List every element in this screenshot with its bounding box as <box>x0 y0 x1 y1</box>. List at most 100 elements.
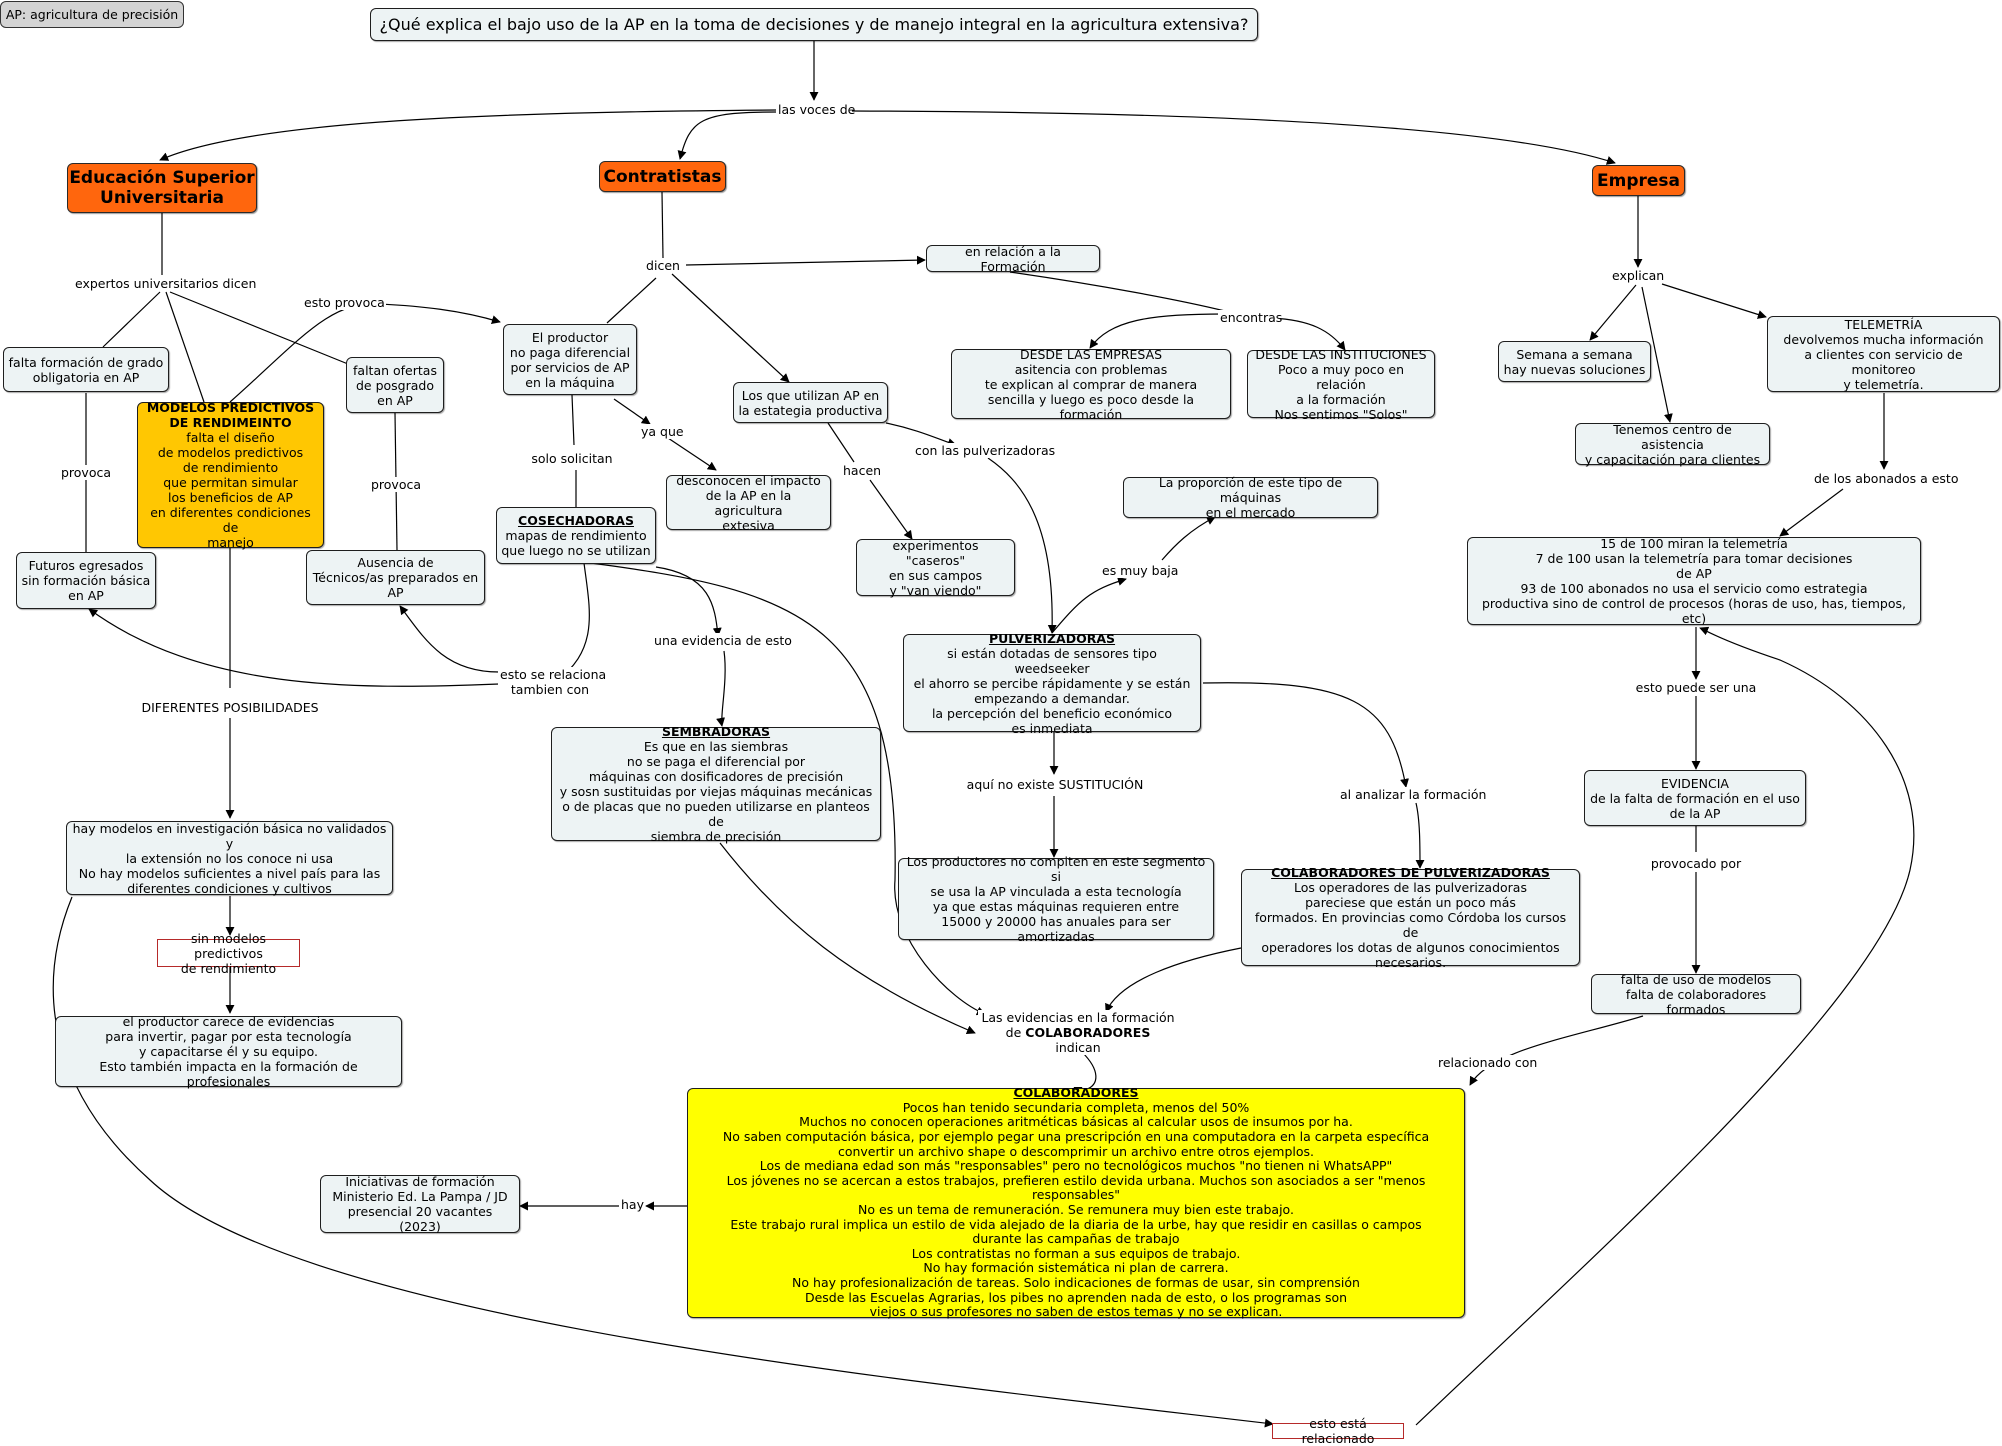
node-line: desconocen el impacto <box>676 472 821 488</box>
node-modelos-predictivos[interactable]: MODELOS PREDICTIVOS DE RENDIMEINTO falta… <box>137 400 324 550</box>
node-educacion-superior[interactable]: Educación Superior Universitaria <box>67 163 257 213</box>
node-ausencia-tecnicos[interactable]: Ausencia de Técnicos/as preparados en AP <box>306 550 485 605</box>
link-esto-esta-relacionado[interactable]: esto está relacionado <box>1272 1416 1404 1446</box>
link-sin-modelos[interactable]: sin modelos predictivos de rendimiento <box>157 931 300 976</box>
node-falta-formacion-grado[interactable]: falta formación de grado obligatoria en … <box>3 347 169 392</box>
node-line: los beneficios de AP <box>168 490 293 505</box>
link-text: dicen <box>646 258 680 273</box>
node-line: manejo <box>207 535 254 550</box>
link-evidencia-esto[interactable]: una evidencia de esto <box>652 633 794 648</box>
node-line: viejos o sus profesores no saben de esto… <box>869 1304 1283 1320</box>
node-line: Esto también impacta en la formación de … <box>99 1059 358 1089</box>
node-line: es inmediata <box>1011 720 1093 736</box>
link-diferentes-posibilidades[interactable]: DIFERENTES POSIBILIDADES <box>136 700 324 715</box>
link-provoca-left[interactable]: provoca <box>58 465 114 480</box>
map-title-tag[interactable]: AP: agricultura de precisión <box>0 1 184 28</box>
link-text: provocado por <box>1650 856 1742 871</box>
node-line: Educación Superior <box>69 168 255 188</box>
node-hay-modelos[interactable]: hay modelos en investigación básica no v… <box>66 821 393 896</box>
node-line: Los productores no compiten en este segm… <box>906 854 1206 884</box>
link-expertos[interactable]: expertos universitarios dicen <box>73 276 256 291</box>
node-line: La proporción de este tipo de máquinas <box>1158 475 1343 505</box>
node-experimentos[interactable]: experimentos "caseros" en sus campos y "… <box>856 538 1015 598</box>
node-empresa[interactable]: Empresa <box>1592 165 1685 196</box>
node-line: Los jóvenes no se acercan a estos trabaj… <box>726 1172 1426 1203</box>
node-productor-no-paga[interactable]: El productor no paga diferencial por ser… <box>503 324 637 395</box>
node-line: 93 de 100 abonados no usa el servicio co… <box>1520 581 1868 596</box>
node-line: y telemetría. <box>1843 376 1924 392</box>
node-line: Nos sentimos "Solos" <box>1274 406 1408 422</box>
link-provocado-por[interactable]: provocado por <box>1648 856 1744 871</box>
node-line: de la AP en la agricultura <box>705 487 792 518</box>
link-esto-provoca[interactable]: esto provoca <box>302 295 386 310</box>
node-centro-asistencia[interactable]: Tenemos centro de asistencia y capacitac… <box>1575 422 1770 467</box>
node-line: Ministerio Ed. La Pampa / JD <box>332 1189 508 1204</box>
node-utilizan-ap[interactable]: Los que utilizan AP en la estategia prod… <box>733 382 888 423</box>
node-line: Muchos no conocen operaciones aritmética… <box>799 1114 1353 1130</box>
node-sembradoras[interactable]: SEMBRADORAS Es que en las siembras no se… <box>551 724 881 844</box>
link-abonados[interactable]: de los abonados a esto <box>1812 471 1958 486</box>
node-iniciativas-formacion[interactable]: Iniciativas de formación Ministerio Ed. … <box>320 1174 520 1234</box>
node-relacion-formacion[interactable]: en relación a la Formación <box>926 244 1100 274</box>
link-hacen[interactable]: hacen <box>841 463 883 478</box>
node-line: pareciese que están un poco más <box>1305 895 1516 910</box>
node-line: en AP <box>68 588 104 603</box>
node-line: a la formación <box>1296 391 1386 407</box>
node-line: la estategia productiva <box>738 402 883 418</box>
link-explican[interactable]: explican <box>1610 268 1666 283</box>
node-line: faltan ofertas <box>353 362 437 378</box>
node-desde-empresas[interactable]: DESDE LAS EMPRESAS asitencia con problem… <box>951 347 1231 422</box>
node-line: para invertir, pagar por esta tecnología <box>105 1029 352 1044</box>
link-no-sustitucion[interactable]: aquí no existe SUSTITUCIÓN <box>957 777 1153 792</box>
node-telemetria[interactable]: TELEMETRÍA devolvemos mucha información … <box>1767 316 2000 392</box>
link-dicen[interactable]: dicen <box>641 258 685 273</box>
node-line: DESDE LAS INSTITUCIONES <box>1255 346 1427 362</box>
link-evidencias-colaboradores[interactable]: Las evidencias en la formación de COLABO… <box>978 1010 1178 1055</box>
node-pulverizadoras[interactable]: PULVERIZADORAS si están dotadas de senso… <box>903 631 1201 736</box>
node-desde-instituciones[interactable]: DESDE LAS INSTITUCIONES Poco a muy poco … <box>1247 346 1435 422</box>
node-desconocen[interactable]: desconocen el impacto de la AP en la agr… <box>666 472 831 533</box>
link-text: esto puede ser una <box>1635 680 1757 695</box>
main-question[interactable]: ¿Qué explica el bajo uso de la AP en la … <box>370 8 1258 41</box>
link-las-voces-de[interactable]: las voces de <box>776 102 855 117</box>
link-hay[interactable]: hay <box>619 1197 645 1212</box>
node-colaboradores[interactable]: COLABORADORES Pocos han tenido secundari… <box>687 1086 1465 1320</box>
node-faltan-ofertas[interactable]: faltan ofertas de posgrado en AP <box>346 357 444 413</box>
node-cosechadoras[interactable]: COSECHADORAS mapas de rendimiento que lu… <box>496 507 656 564</box>
node-line: y sosn sustituidas por viejas máquinas m… <box>559 784 873 799</box>
node-falta-uso-modelos[interactable]: falta de uso de modelos falta de colabor… <box>1591 972 1801 1017</box>
link-con-pulverizadoras[interactable]: con las pulverizadoras <box>913 443 1055 458</box>
node-colaboradores-pulverizadoras[interactable]: COLABORADORES DE PULVERIZADORAS Los oper… <box>1241 865 1580 970</box>
node-line: Semana a semana <box>1516 346 1633 362</box>
node-line: TELEMETRÍA <box>1844 316 1923 332</box>
node-productor-carece[interactable]: el productor carece de evidencias para i… <box>55 1014 402 1089</box>
link-provoca-right[interactable]: provoca <box>368 477 424 492</box>
node-evidencia[interactable]: EVIDENCIA de la falta de formación en el… <box>1584 770 1806 826</box>
link-ya-que[interactable]: ya que <box>639 424 685 439</box>
map-title-text: AP: agricultura de precisión <box>5 7 179 22</box>
link-se-relaciona[interactable]: esto se relaciona tambien con <box>498 667 606 697</box>
node-line: obligatoria en AP <box>32 369 140 385</box>
node-line: la percepción del beneficio económico <box>931 705 1173 721</box>
node-line: sencilla y luego es poco desde la formac… <box>987 391 1195 422</box>
link-puede-ser[interactable]: esto puede ser una <box>1631 680 1761 695</box>
node-semana-a-semana[interactable]: Semana a semana hay nuevas soluciones <box>1498 341 1651 382</box>
node-line: de rendimiento <box>182 460 279 475</box>
node-line: falta de colaboradores formados <box>1625 986 1767 1017</box>
node-line: No hay profesionalización de tareas. Sol… <box>792 1274 1360 1290</box>
node-contratistas[interactable]: Contratistas <box>599 161 726 192</box>
node-telemetria-stats[interactable]: 15 de 100 miran la telemetría 7 de 100 u… <box>1467 536 1921 626</box>
node-line: Pocos han tenido secundaria completa, me… <box>902 1099 1250 1115</box>
link-solo-solicitan[interactable]: solo solicitan <box>529 451 615 466</box>
node-productores-no-compiten[interactable]: Los productores no compiten en este segm… <box>898 854 1214 944</box>
node-line: presencial 20 vacantes (2023) <box>347 1204 493 1234</box>
link-analizar-formacion[interactable]: al analizar la formación <box>1338 787 1488 802</box>
node-proporcion[interactable]: La proporción de este tipo de máquinas e… <box>1123 475 1378 520</box>
link-relacionado-con[interactable]: relacionado con <box>1436 1055 1537 1070</box>
node-line: mapas de rendimiento <box>505 528 647 543</box>
main-question-text: ¿Qué explica el bajo uso de la AP en la … <box>379 14 1249 34</box>
node-futuros-egresados[interactable]: Futuros egresados sin formación básica e… <box>16 552 156 609</box>
link-encontras[interactable]: encontras <box>1218 310 1282 325</box>
link-es-muy-baja[interactable]: es muy baja <box>1100 563 1178 578</box>
node-line: de rendimiento <box>180 960 277 976</box>
